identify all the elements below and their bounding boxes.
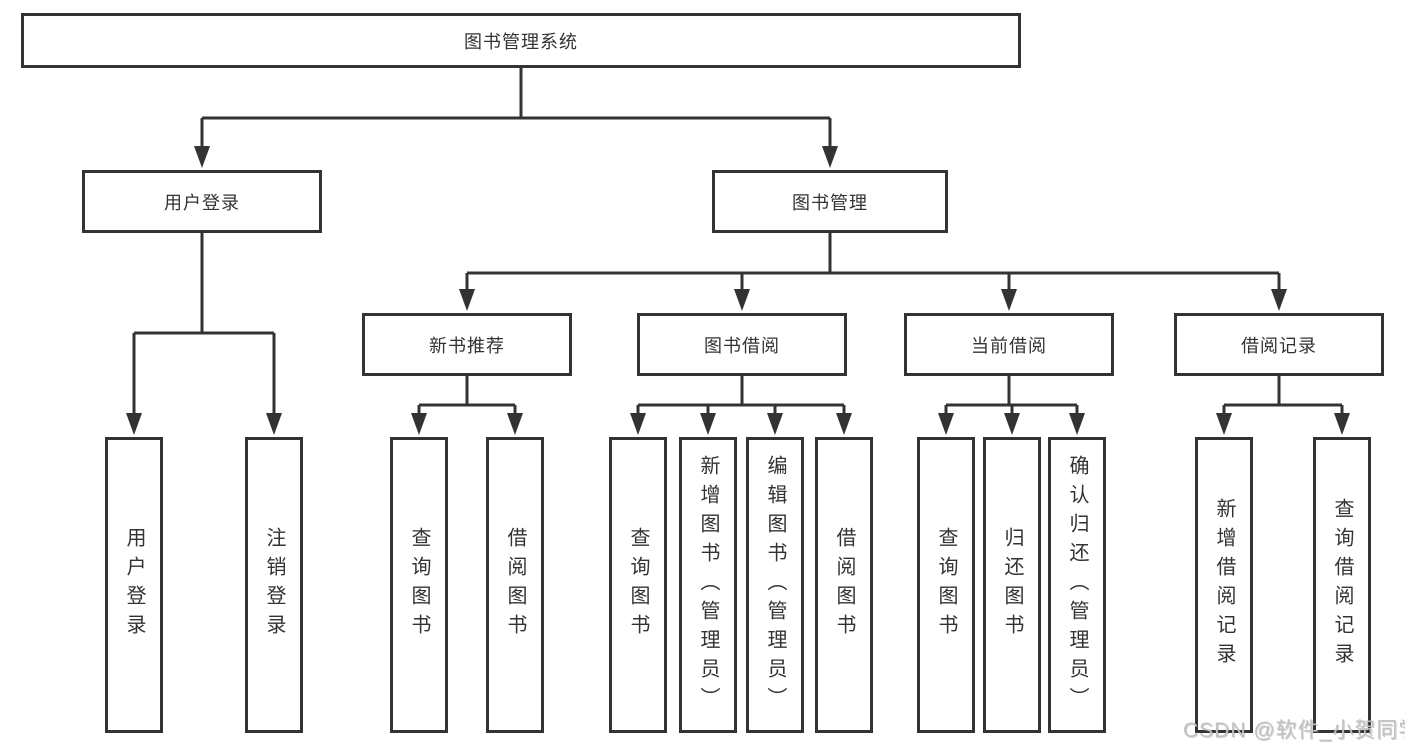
- node-label: 注销登录: [263, 527, 285, 643]
- node-label: 查询图书: [408, 527, 430, 643]
- leaf-add-book-admin: 新增图书（管理员）: [679, 437, 737, 733]
- leaf-confirm-return-admin: 确认归还（管理员）: [1048, 437, 1106, 733]
- leaf-query-borrow-record: 查询借阅记录: [1313, 437, 1371, 733]
- node-label: 查询图书: [935, 527, 957, 643]
- node-book-borrow: 图书借阅: [637, 313, 847, 376]
- leaf-return-book: 归还图书: [983, 437, 1041, 733]
- leaf-add-borrow-record: 新增借阅记录: [1195, 437, 1253, 733]
- node-label: 当前借阅: [971, 335, 1047, 356]
- leaf-borrow-book: 借阅图书: [815, 437, 873, 733]
- node-label: 借阅图书: [504, 527, 526, 643]
- node-label: 图书借阅: [704, 335, 780, 356]
- node-new-book-recommend: 新书推荐: [362, 313, 572, 376]
- node-label: 新增图书（管理员）: [697, 454, 719, 716]
- node-label: 借阅图书: [833, 527, 855, 643]
- leaf-query-book-borrow: 查询图书: [609, 437, 667, 733]
- node-user-login: 用户登录: [82, 170, 322, 233]
- node-label: 图书管理系统: [464, 31, 578, 52]
- leaf-query-book-recommend: 查询图书: [390, 437, 448, 733]
- node-label: 新书推荐: [429, 335, 505, 356]
- leaf-borrow-book-recommend: 借阅图书: [486, 437, 544, 733]
- node-book-management: 图书管理: [712, 170, 948, 233]
- node-label: 归还图书: [1001, 527, 1023, 643]
- node-label: 图书管理: [792, 192, 868, 213]
- node-borrow-records: 借阅记录: [1174, 313, 1384, 376]
- node-current-borrow: 当前借阅: [904, 313, 1114, 376]
- node-label: 用户登录: [123, 527, 145, 643]
- node-label: 用户登录: [164, 192, 240, 213]
- leaf-edit-book-admin: 编辑图书（管理员）: [746, 437, 804, 733]
- watermark: CSDN @软件_小贺同学: [1183, 719, 1405, 742]
- node-label: 查询借阅记录: [1331, 498, 1353, 672]
- node-label: 查询图书: [627, 527, 649, 643]
- node-label: 编辑图书（管理员）: [764, 454, 786, 716]
- leaf-query-book-current: 查询图书: [917, 437, 975, 733]
- node-library-system: 图书管理系统: [21, 13, 1021, 68]
- leaf-logout: 注销登录: [245, 437, 303, 733]
- leaf-user-login: 用户登录: [105, 437, 163, 733]
- node-label: 新增借阅记录: [1213, 498, 1235, 672]
- node-label: 确认归还（管理员）: [1066, 454, 1088, 716]
- node-label: 借阅记录: [1241, 335, 1317, 356]
